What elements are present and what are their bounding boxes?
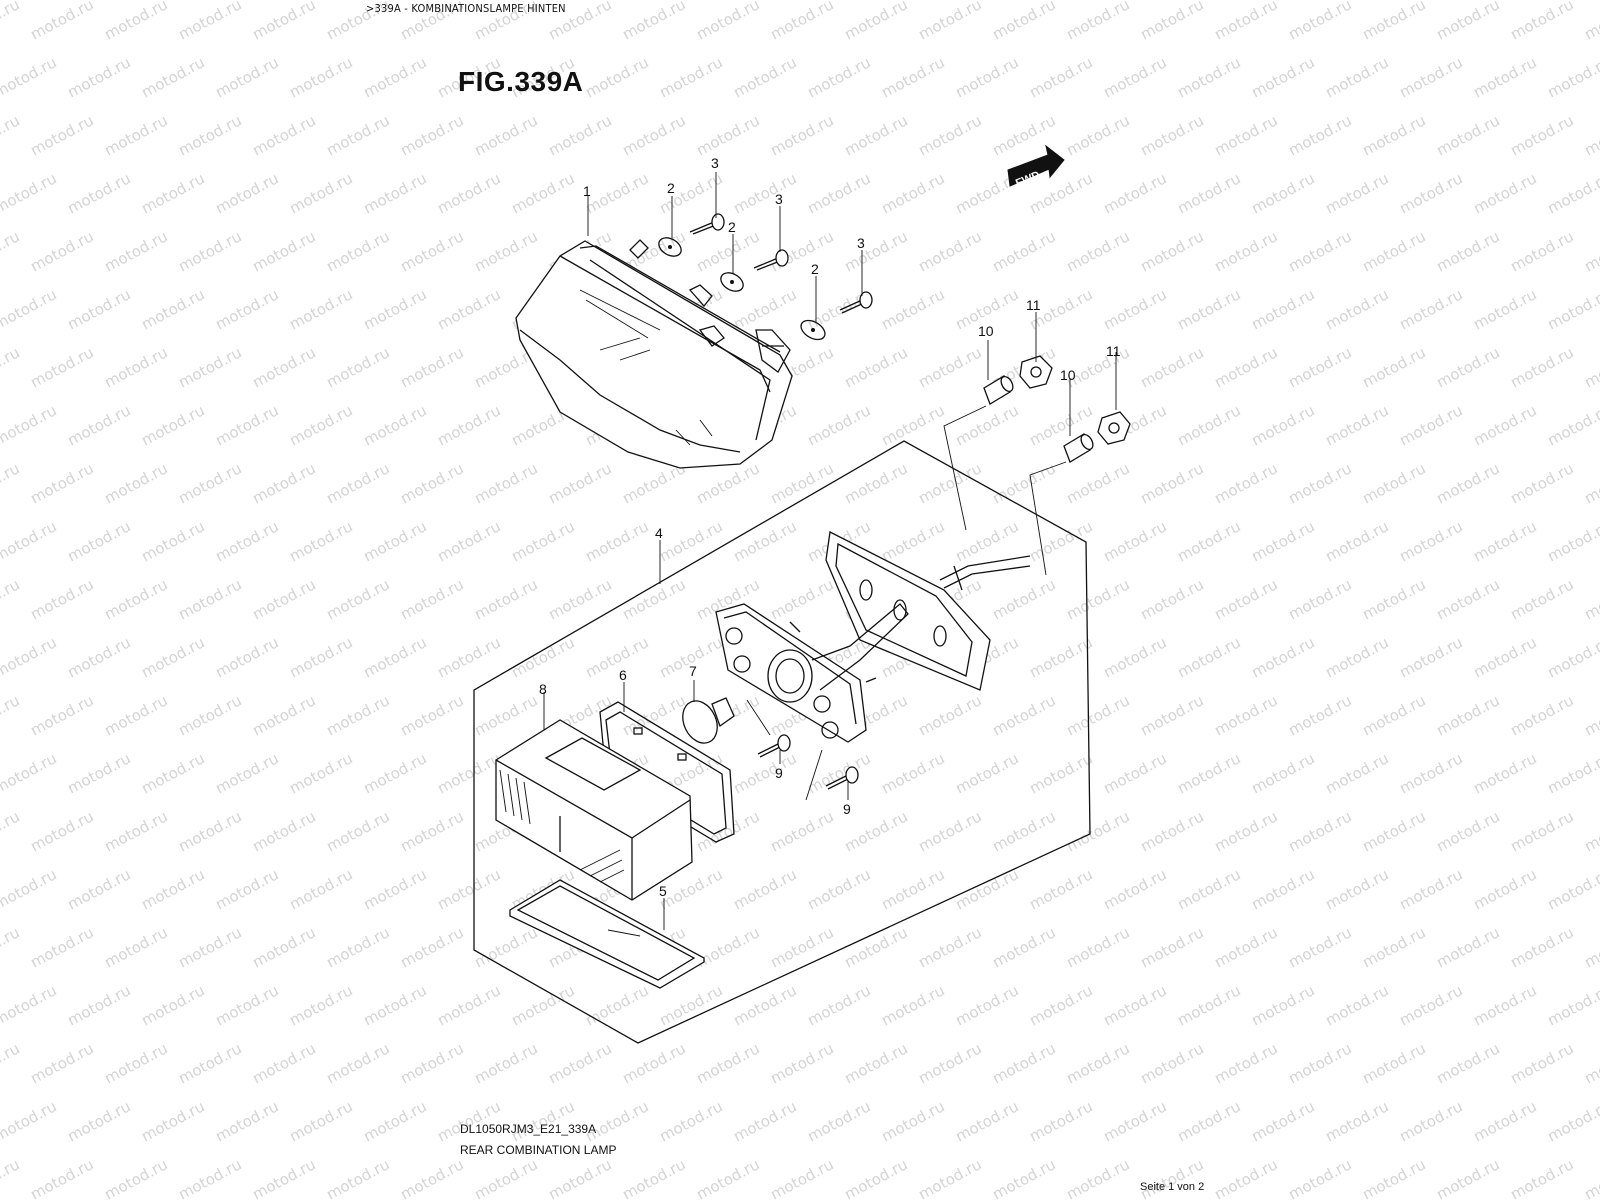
fwd-arrow-icon: FWD	[1007, 144, 1065, 190]
callout-10b: 10	[1060, 367, 1076, 383]
breadcrumb: >339A - KOMBINATIONSLAMPE HINTEN	[366, 2, 566, 15]
washer-drawings	[658, 237, 826, 341]
callout-2a: 2	[667, 180, 675, 196]
leader-lines	[543, 172, 1117, 930]
assembly-4-boundary	[473, 440, 1091, 1044]
callout-11a: 11	[1026, 297, 1041, 313]
figure-title: FIG.339A	[458, 66, 584, 97]
callout-10a: 10	[978, 323, 994, 339]
guide-lines	[746, 405, 1067, 801]
callout-1: 1	[583, 183, 591, 199]
callout-2c: 2	[811, 261, 819, 277]
reflector-drawing	[509, 879, 705, 989]
callout-9b: 9	[843, 801, 851, 817]
callout-7: 7	[689, 663, 697, 679]
callout-8: 8	[539, 681, 547, 697]
callout-9a: 9	[775, 765, 783, 781]
callout-3a: 3	[711, 155, 719, 171]
callout-11b: 11	[1106, 343, 1121, 359]
callout-2b: 2	[728, 219, 736, 235]
callout-4: 4	[655, 525, 663, 541]
page-indicator: Seite 1 von 2	[1140, 1181, 1205, 1193]
callout-3c: 3	[857, 235, 865, 251]
screw-drawings	[689, 213, 873, 314]
bulb-drawing	[682, 697, 735, 744]
callout-5: 5	[659, 883, 667, 899]
spacer-nut-drawings	[983, 355, 1131, 463]
socket-plate-drawing	[715, 603, 909, 743]
callout-3b: 3	[775, 191, 783, 207]
model-code: DL1050RJM3_E21_339A	[460, 1122, 597, 1136]
lens-drawing	[495, 719, 693, 901]
rear-combination-lamp-drawing	[515, 239, 793, 469]
callout-6: 6	[619, 667, 627, 683]
model-description: REAR COMBINATION LAMP	[460, 1143, 617, 1157]
screw-9-drawings	[757, 734, 859, 790]
license-bracket-drawing	[825, 531, 1031, 691]
